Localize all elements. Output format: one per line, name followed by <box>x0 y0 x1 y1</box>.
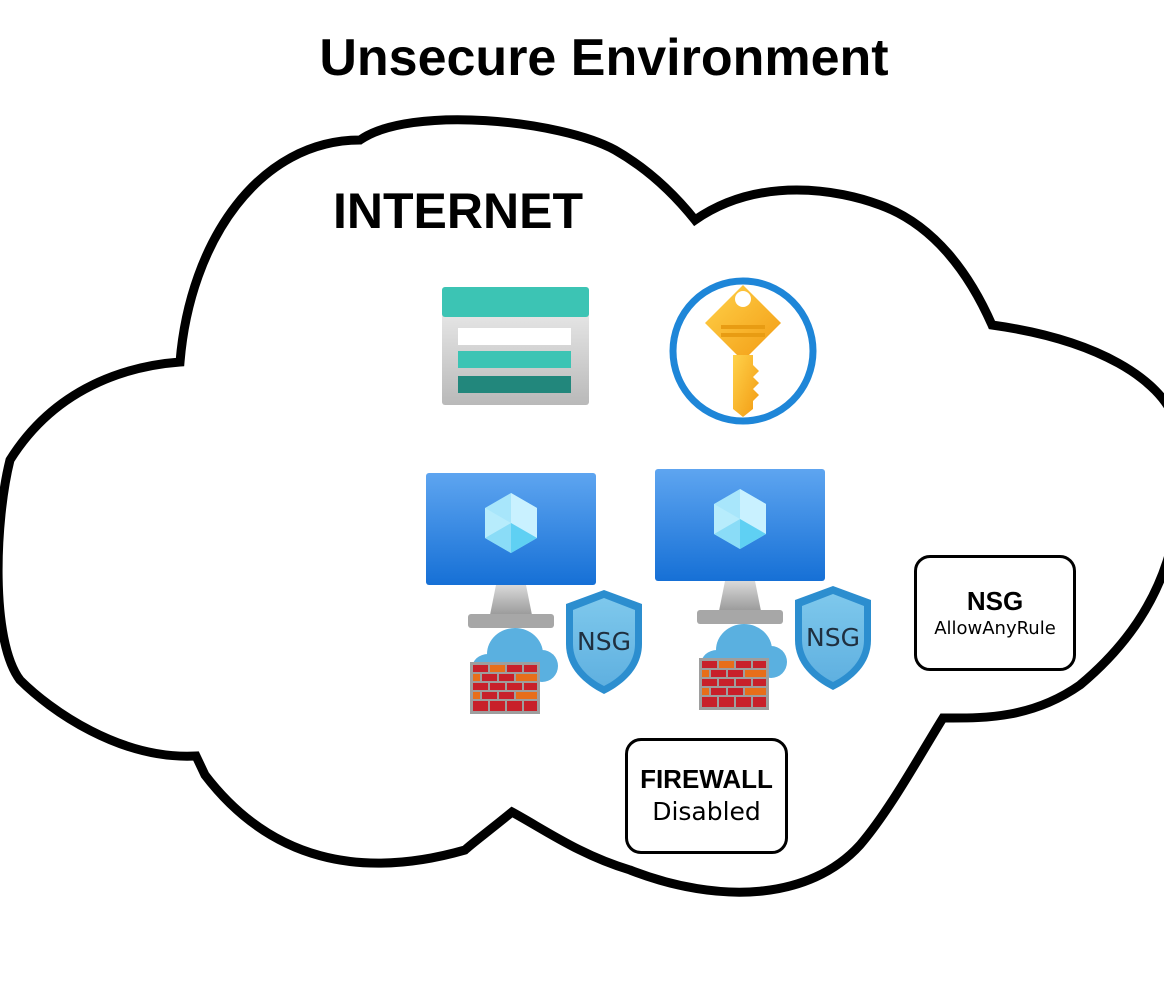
page-title: Unsecure Environment <box>319 29 889 87</box>
nsg-box-detail: AllowAnyRule <box>934 618 1056 639</box>
firewall-box-title: FIREWALL <box>640 764 773 794</box>
nsg-box-title: NSG <box>966 586 1024 616</box>
nsg-shield-icon: NSG <box>566 590 642 694</box>
nsg-shield-icon: NSG <box>795 586 871 690</box>
firewall-box-detail: Disabled <box>652 797 761 826</box>
nsg-rule-box: NSG AllowAnyRule <box>914 555 1076 671</box>
shield-nsg-label: NSG <box>577 627 631 656</box>
shield-nsg-label: NSG <box>806 623 860 652</box>
firewall-status-box: FIREWALL Disabled <box>625 738 788 854</box>
key-vault-icon <box>669 277 817 425</box>
storage-account-icon <box>442 287 589 405</box>
cloud-label: INTERNET <box>333 183 583 239</box>
